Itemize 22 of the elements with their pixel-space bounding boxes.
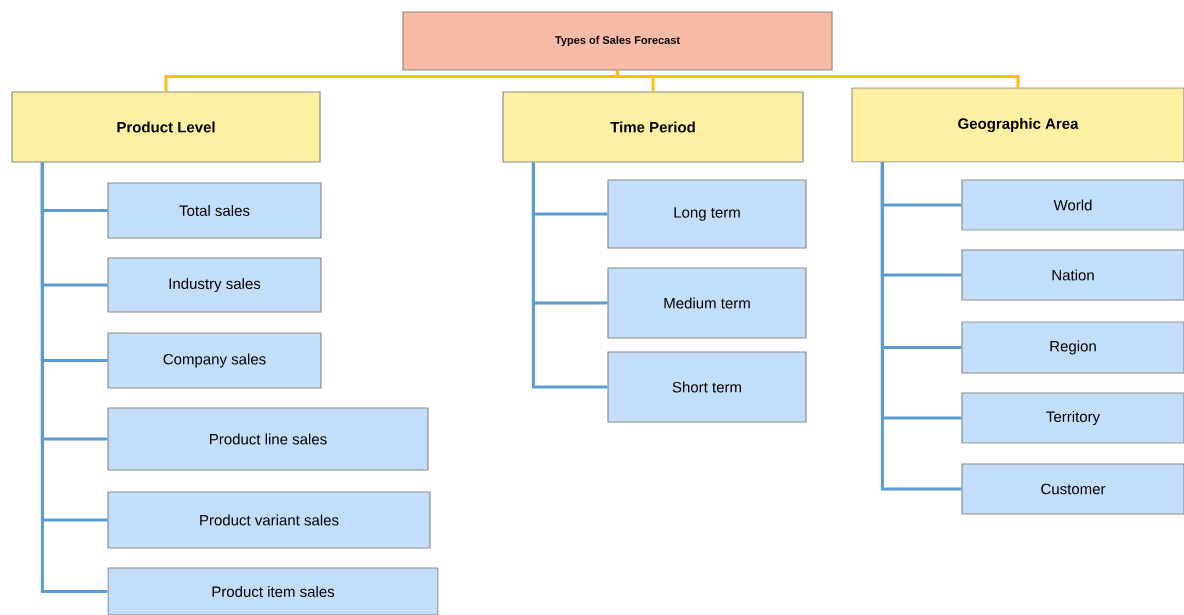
category-box: Product Level — [11, 91, 321, 163]
item-box: Company sales — [107, 332, 322, 389]
item-box: World — [961, 179, 1184, 231]
item-box: Region — [961, 321, 1184, 374]
item-box: Product item sales — [107, 567, 439, 615]
item-box: Short term — [607, 351, 807, 423]
item-box: Customer — [961, 463, 1184, 515]
category-box: Time Period — [502, 91, 804, 163]
connector-line — [40, 162, 108, 593]
item-box: Long term — [607, 179, 807, 249]
item-box: Territory — [961, 392, 1184, 444]
item-box: Total sales — [107, 182, 322, 239]
item-box: Product variant sales — [107, 491, 431, 549]
item-box: Product line sales — [107, 407, 429, 471]
category-box: Geographic Area — [851, 87, 1184, 163]
item-box: Medium term — [607, 267, 807, 339]
connector-line — [616, 70, 1020, 88]
connector-line — [531, 162, 608, 389]
item-box: Nation — [961, 249, 1184, 301]
connector-line — [880, 162, 962, 491]
title-box: Types of Sales Forecast — [402, 11, 833, 71]
item-box: Industry sales — [107, 257, 322, 313]
